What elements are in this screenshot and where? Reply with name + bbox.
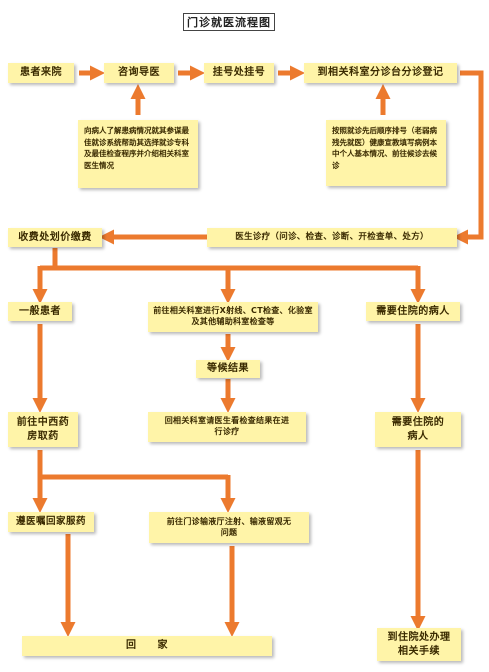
node-admission: 到住院处办理相关手续 bbox=[377, 628, 461, 661]
node-doctor-diagnosis: 医生诊疗（问诊、检查、诊断、开检查单、处方） bbox=[207, 228, 457, 247]
node-hospitalize-need: 需要住院的病人 bbox=[366, 302, 460, 321]
node-pharmacy: 前往中西药房取药 bbox=[8, 412, 78, 447]
node-home: 回 家 bbox=[22, 636, 272, 656]
note-triage-text: 按照就诊先后顺序排号（老弱病残先就医）健康宣教填写病例本中个人基本情况、前往候诊… bbox=[332, 126, 437, 170]
note-consult-text: 向病人了解患病情况就其参谋最佳就诊系统帮助其选择就诊专科及最佳检查程序并介绍相关… bbox=[84, 126, 189, 170]
node-patient-arrival: 患者来院 bbox=[8, 63, 74, 83]
note-consult: 向病人了解患病情况就其参谋最佳就诊系统帮助其选择就诊专科及最佳检查程序并介绍相关… bbox=[78, 120, 198, 188]
node-payment: 收费处划价缴费 bbox=[8, 228, 102, 247]
note-triage: 按照就诊先后顺序排号（老弱病残先就医）健康宣教填写病例本中个人基本情况、前往候诊… bbox=[326, 120, 446, 186]
node-consult-guide: 咨询导医 bbox=[104, 63, 174, 83]
node-general-patient: 一般患者 bbox=[8, 302, 72, 321]
node-hospitalize-patient: 需要住院的病人 bbox=[375, 412, 461, 447]
arrow-triage-to-doctor bbox=[453, 70, 484, 245]
node-registration: 挂号处挂号 bbox=[204, 63, 274, 83]
node-take-medicine-home: 遵医嘱回家服药 bbox=[8, 512, 94, 532]
node-infusion: 前往门诊输液厅注射、输液留观无问题 bbox=[149, 512, 309, 543]
node-return-doctor: 回相关科室请医生看检查结果在进行诊疗 bbox=[148, 412, 306, 442]
node-wait-results: 等候结果 bbox=[196, 360, 260, 378]
node-exam-dept: 前往相关科室进行X射线、CT检查、化验室及其他辅助科室检查等 bbox=[148, 302, 318, 332]
page-title: 门诊就医流程图 bbox=[183, 13, 275, 31]
node-triage-register: 到相关科室分诊台分诊登记 bbox=[304, 63, 457, 83]
